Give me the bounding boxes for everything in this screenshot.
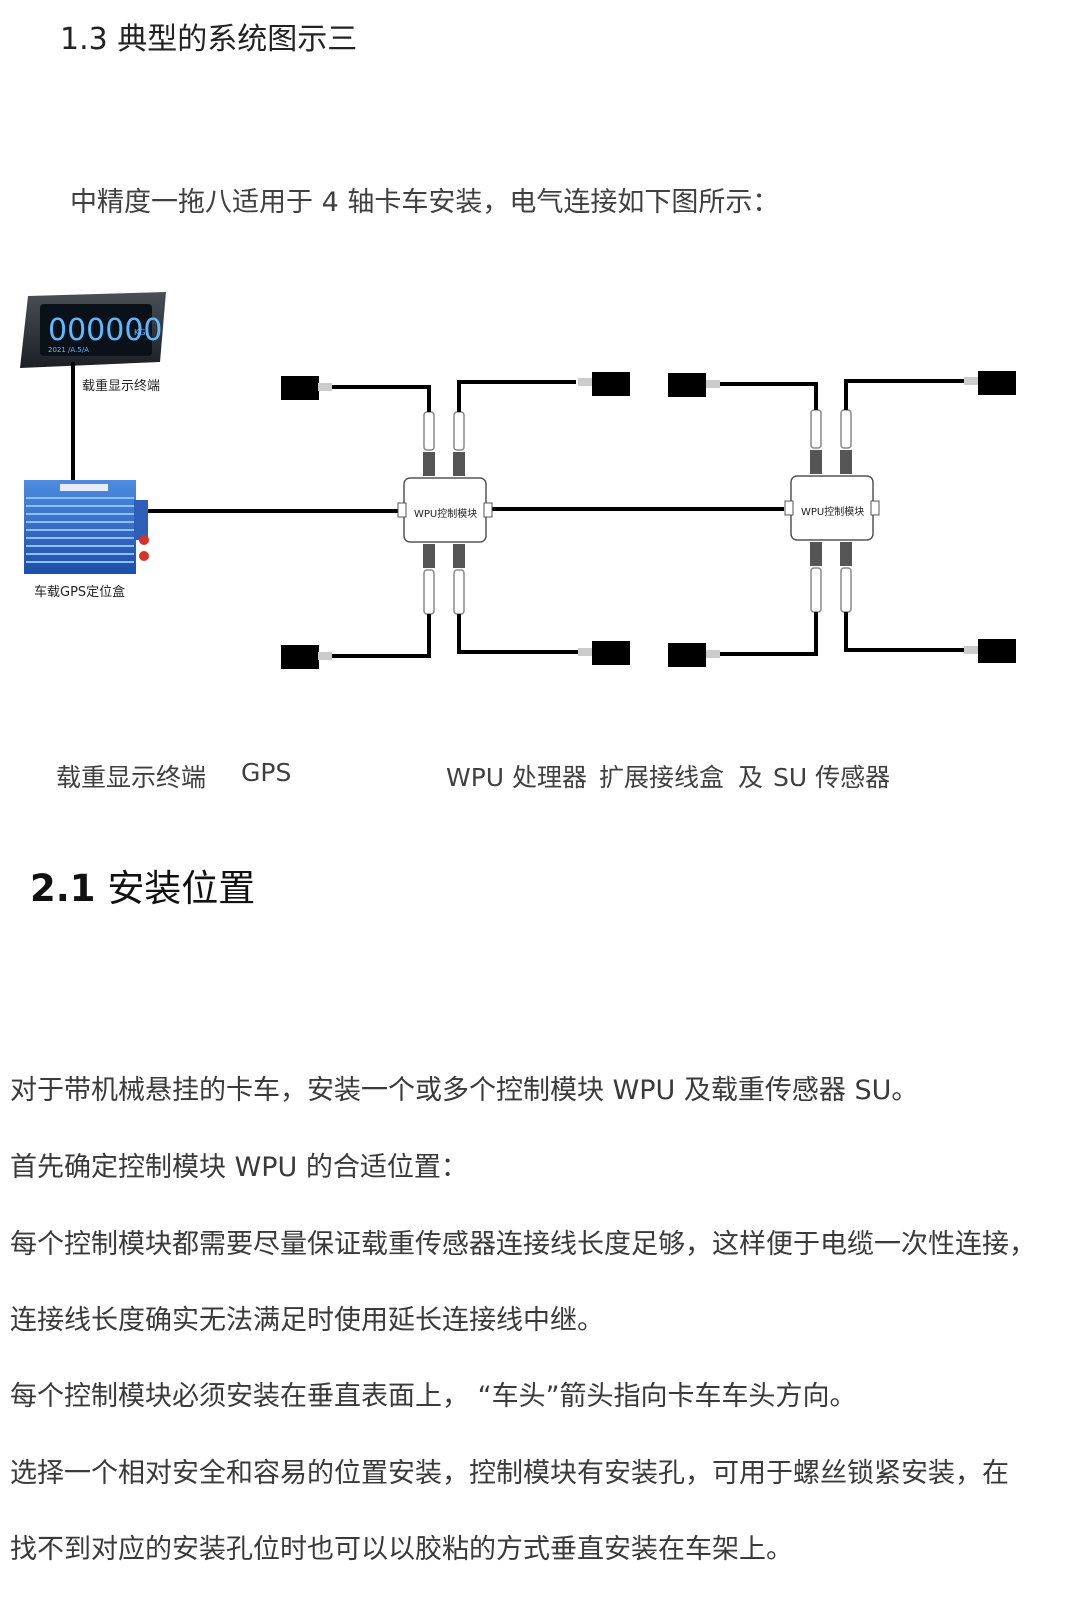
paragraph-1: 对于带机械悬挂的卡车，安装一个或多个控制模块 WPU 及载重传感器 SU。 [10, 1075, 919, 1106]
su-sensor [592, 641, 630, 665]
su-sensor [668, 373, 706, 397]
system-diagram: 000000 KG 2021 /A.5/A 载重显示终端 车载GPS定位盒 WP… [20, 292, 1016, 669]
gps-box [24, 480, 149, 574]
wpu-module-2: WPU控制模块 [784, 475, 880, 541]
su-sensor [978, 639, 1016, 663]
paragraph-4: 连接线长度确实无法满足时使用延长连接线中继。 [10, 1305, 604, 1336]
paragraph-3: 每个控制模块都需要尽量保证载重传感器连接线长度足够，这样便于电缆一次性连接， [10, 1229, 1036, 1260]
su-sensor [978, 371, 1016, 395]
legend-gps: GPS [241, 758, 292, 787]
section-number: 2.1 [30, 867, 96, 910]
paragraph-5: 每个控制模块必须安装在垂直表面上， “车头”箭头指向卡车车头方向。 [10, 1381, 857, 1412]
wpu-connectors [423, 450, 852, 568]
su-sensor [281, 376, 319, 400]
legend-and: 及 [738, 763, 764, 792]
wpu-label-1: WPU控制模块 [414, 507, 477, 520]
legend-su: SU 传感器 [773, 763, 891, 792]
paragraph-7: 找不到对应的安装孔位时也可以以胶粘的方式垂直安装在车架上。 [10, 1534, 793, 1565]
intro-text: 中精度一拖八适用于 4 轴卡车安装，电气连接如下图所示： [70, 187, 780, 218]
section-title: 典型的系统图示三 [117, 22, 358, 57]
display-unit: KG [134, 328, 145, 337]
paragraph-2: 首先确定控制模块 WPU 的合适位置： [10, 1152, 468, 1183]
legend-wpu: WPU 处理器 [446, 763, 588, 792]
su-sensor [592, 372, 630, 396]
legend-box: 扩展接线盒 [599, 763, 725, 792]
su-sensor [281, 645, 319, 669]
legend-terminal: 载重显示终端 [56, 763, 207, 792]
display-terminal-label: 载重显示终端 [82, 378, 160, 394]
su-sensors [281, 371, 1016, 669]
section-title: 安装位置 [107, 867, 256, 910]
load-display-terminal: 000000 KG 2021 /A.5/A [20, 292, 166, 368]
wpu-label-2: WPU控制模块 [801, 505, 864, 518]
sensor-cables [318, 379, 968, 658]
section-heading-2-1: 2.1 安装位置 [30, 858, 255, 912]
display-readout: 000000 [48, 313, 163, 348]
section-heading-1-3: 1.3 典型的系统图示三 [60, 14, 357, 58]
wpu-module-1: WPU控制模块 [397, 477, 493, 543]
paragraph-6: 选择一个相对安全和容易的位置安装，控制模块有安装孔，可用于螺丝锁紧安装，在 [10, 1458, 1009, 1489]
section-number: 1.3 [60, 22, 108, 57]
display-date: 2021 /A.5/A [48, 346, 89, 354]
su-sensor [668, 643, 706, 667]
gps-box-label: 车载GPS定位盒 [34, 584, 125, 600]
